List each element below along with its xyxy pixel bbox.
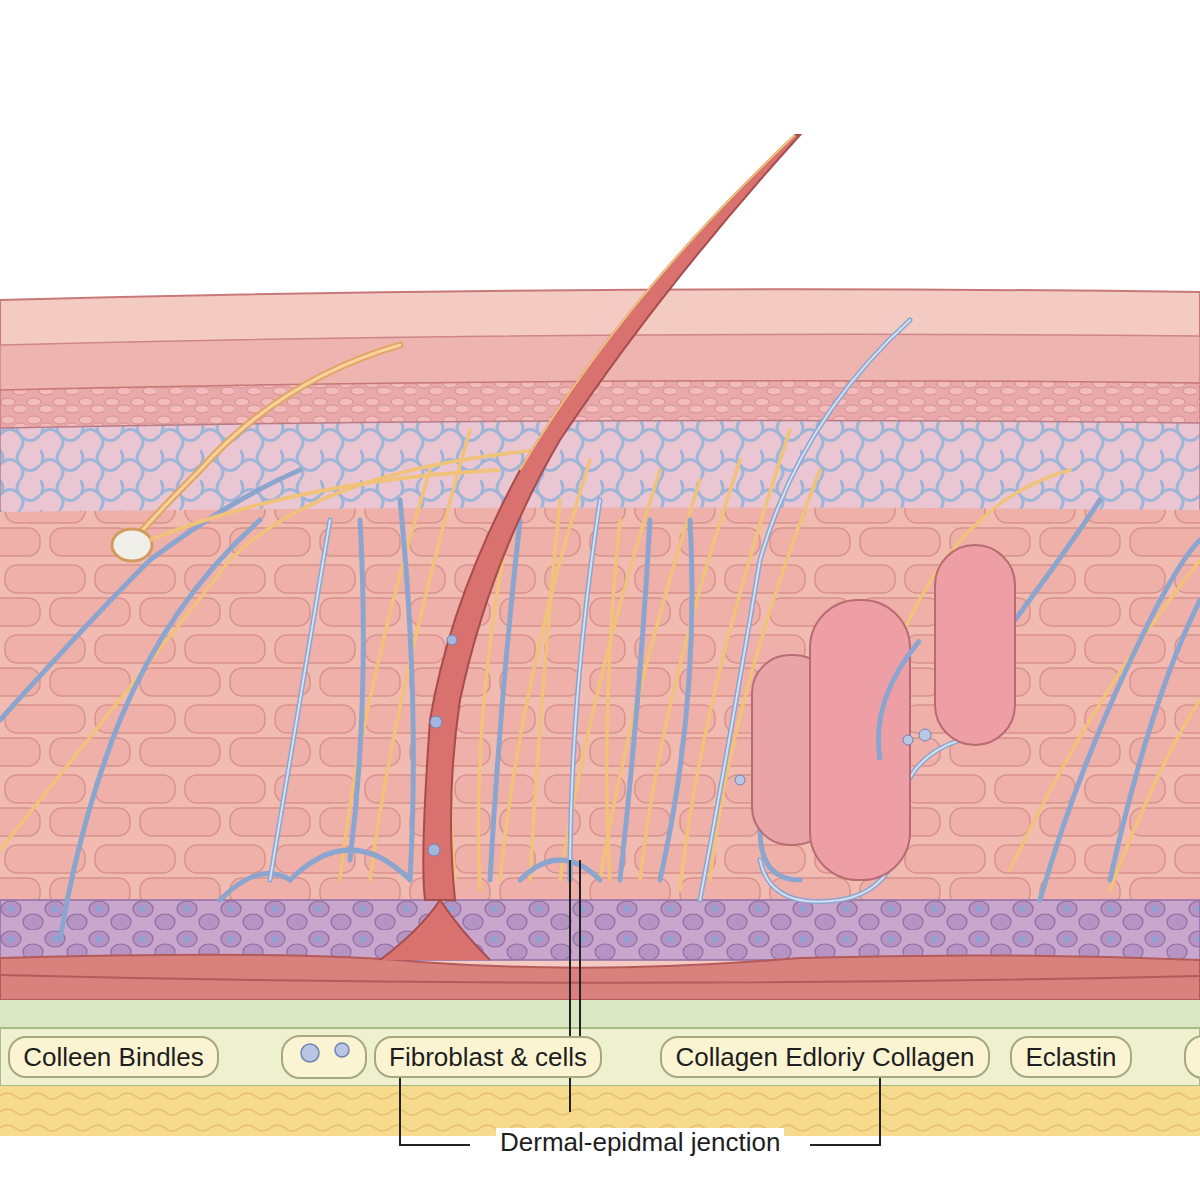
part-label: Fibroblast & cells [389, 1043, 587, 1072]
label-pill: Fibroblast & cells [374, 1036, 602, 1078]
part-label: Collagen Edloriy Collagen [675, 1043, 974, 1072]
label-pill: Eclastin [1010, 1036, 1132, 1078]
label-pill: Colleen Bindles [8, 1036, 219, 1078]
label-pill: Collagen Edloriy Collagen [660, 1036, 990, 1078]
part-label: Eclastin [1025, 1043, 1116, 1072]
bracket-label: Dermal-epidmal jenction [496, 1128, 784, 1158]
part-label: Colleen Bindles [23, 1043, 204, 1072]
